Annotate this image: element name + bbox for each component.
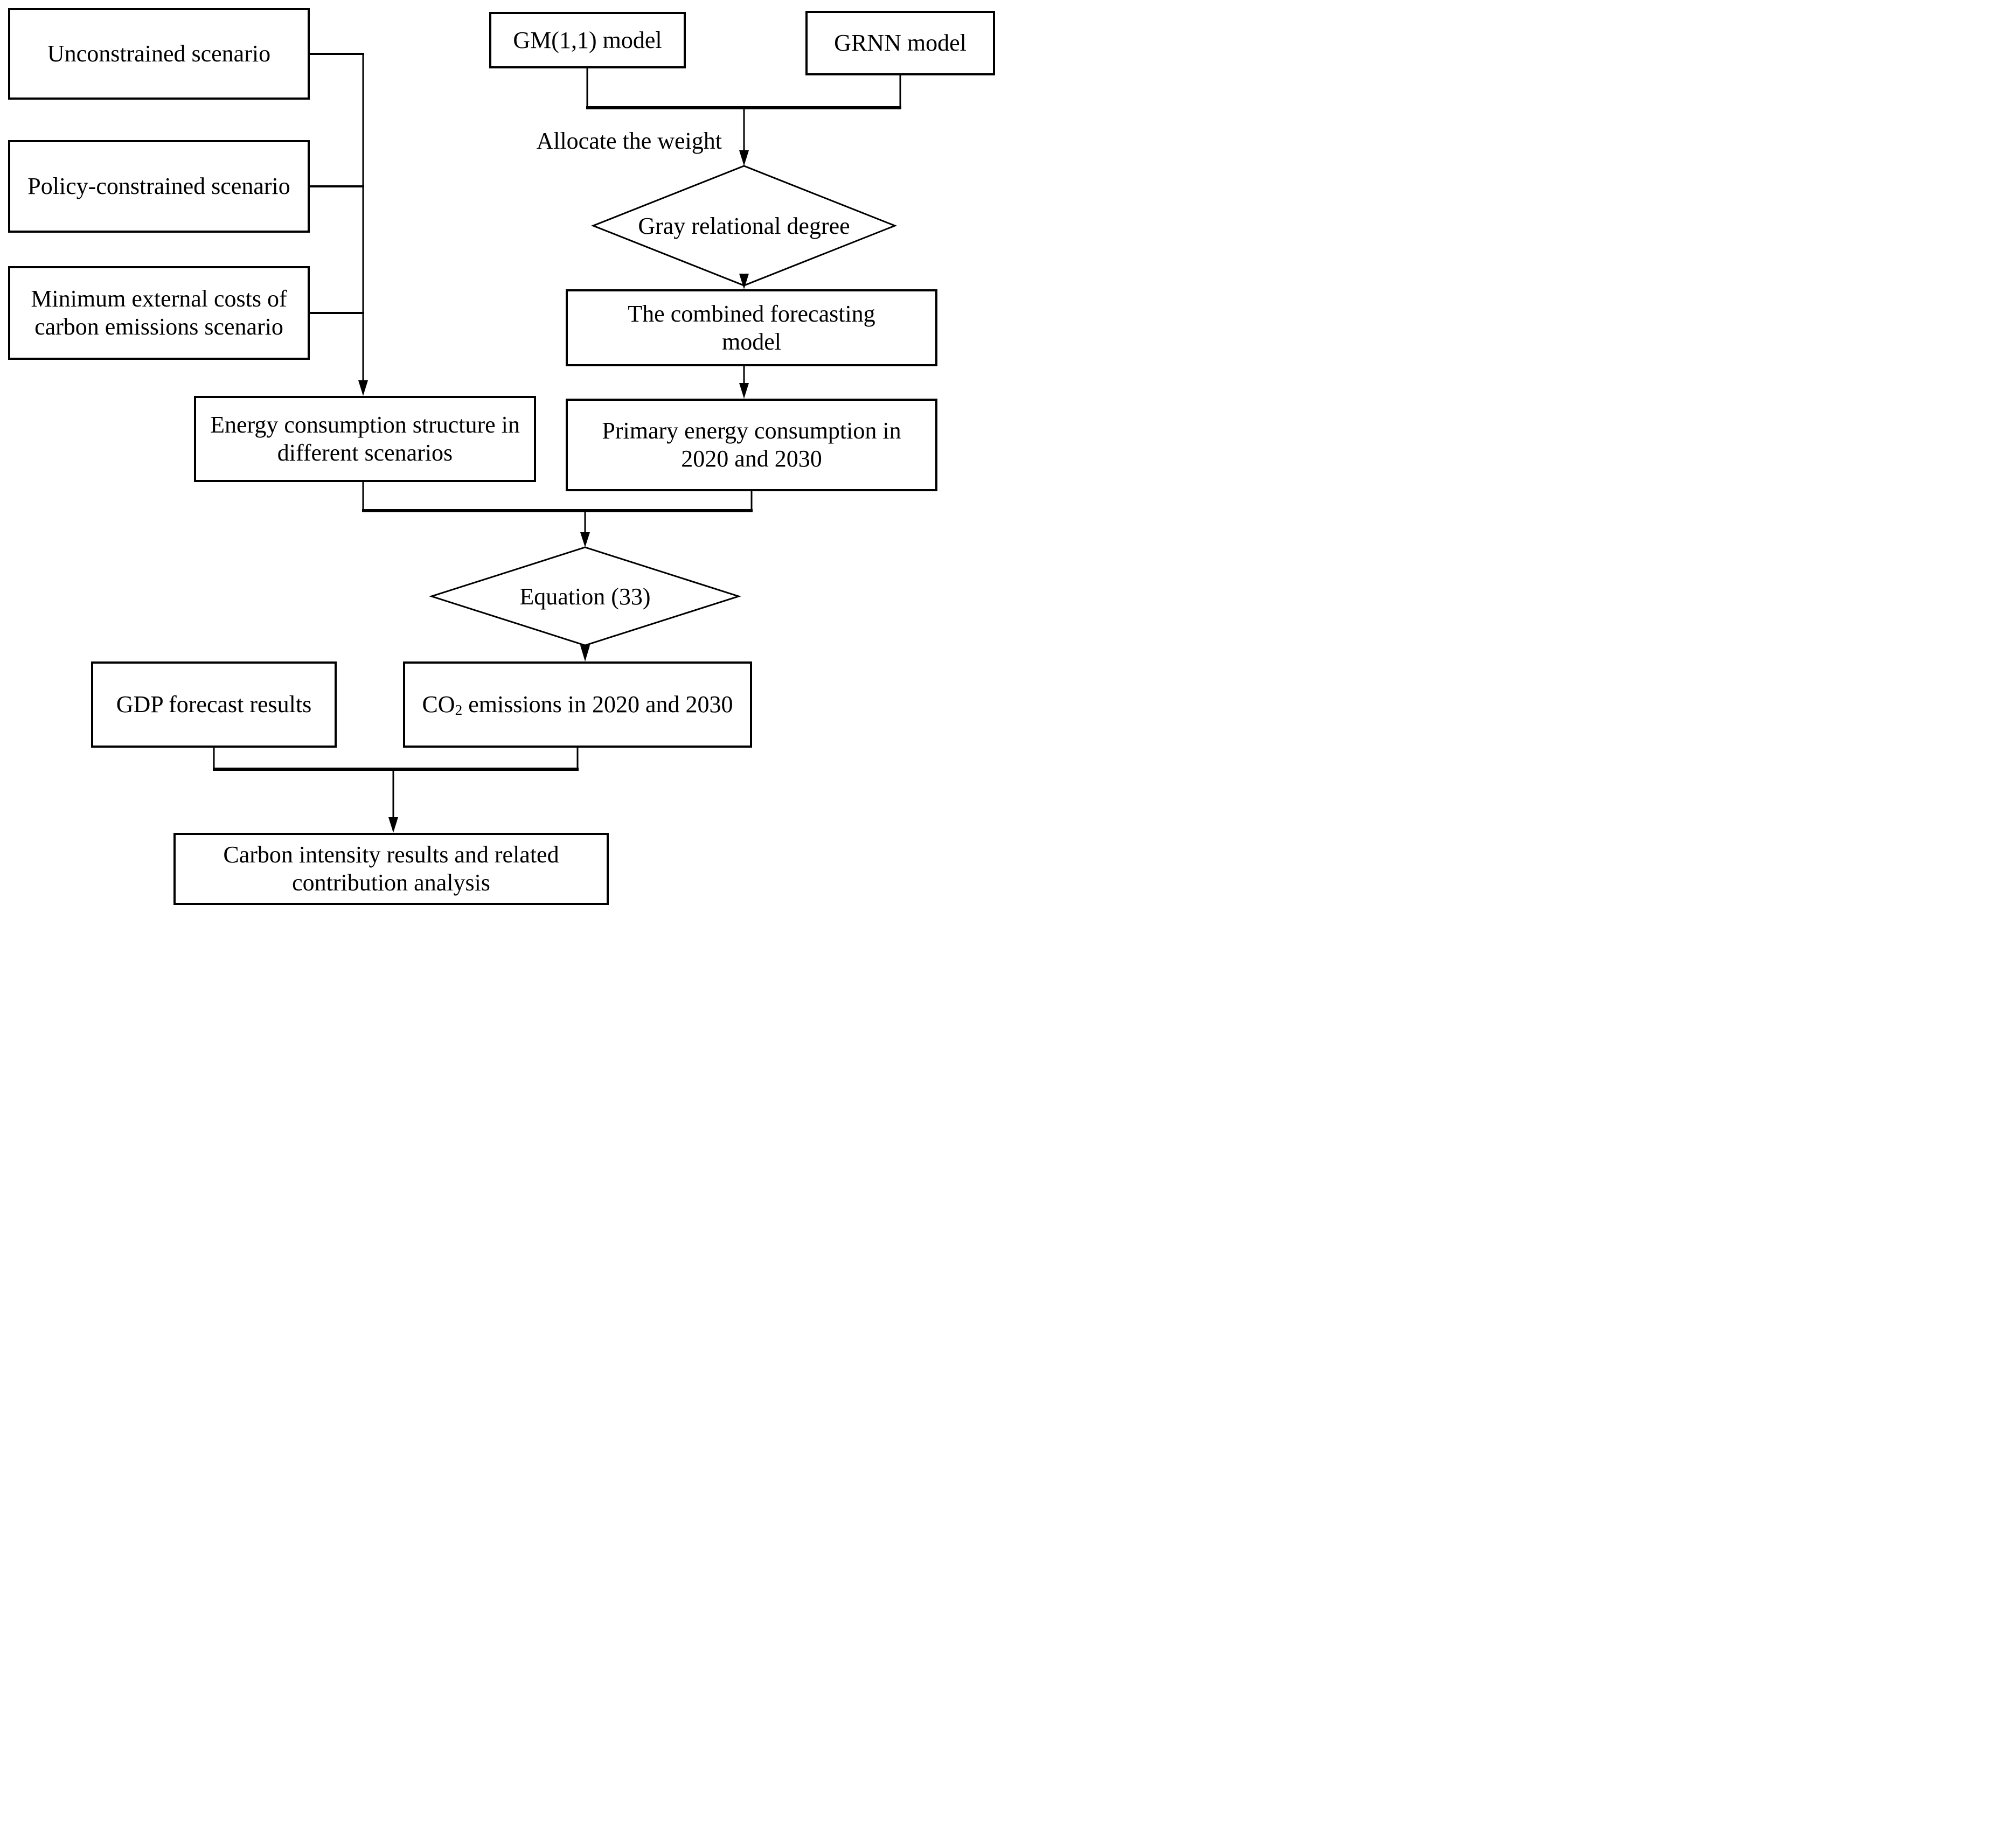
- diamond-gray-relational-degree-label: Gray relational degree: [638, 212, 850, 239]
- box-minimum-external-costs-scenario: Minimum external costs of carbon emissio…: [8, 266, 310, 360]
- model-merge-connectors: [586, 68, 901, 166]
- box-unconstrained-scenario: Unconstrained scenario: [8, 8, 310, 100]
- box-combined-forecasting-line2: model: [722, 328, 781, 355]
- arrowhead-into-co2-box: [580, 645, 590, 661]
- box-policy-constrained-scenario-label: Policy-constrained scenario: [27, 173, 290, 200]
- box-carbon-intensity-results: Carbon intensity results and related con…: [173, 833, 609, 905]
- arrowhead-into-carbon-box: [388, 817, 398, 833]
- box-gdp-forecast-results: GDP forecast results: [91, 661, 337, 748]
- scenario-spine-connectors: [310, 53, 368, 396]
- box-energy-consumption-line2: different scenarios: [277, 440, 453, 466]
- box-primary-energy-consumption: Primary energy consumption in 2020 and 2…: [566, 399, 937, 491]
- energy-primary-merge-connectors: [362, 482, 753, 547]
- box-minimum-external-costs-line1: Minimum external costs of: [31, 285, 287, 312]
- box-grnn-model: GRNN model: [805, 11, 995, 75]
- box-gm-model: GM(1,1) model: [489, 12, 686, 68]
- box-policy-constrained-scenario: Policy-constrained scenario: [8, 140, 310, 233]
- box-carbon-intensity-line1: Carbon intensity results and related: [223, 841, 559, 868]
- box-grnn-model-label: GRNN model: [834, 30, 967, 57]
- box-co2-emissions-label: CO2 emissions in 2020 and 2030: [422, 691, 733, 719]
- box-minimum-external-costs-line2: carbon emissions scenario: [34, 314, 283, 340]
- label-allocate-the-weight: Allocate the weight: [485, 127, 722, 155]
- arrowhead-into-primary-box: [739, 383, 749, 399]
- box-combined-forecasting-line1: The combined forecasting: [628, 300, 875, 327]
- flowchart-canvas: Unconstrained scenario Policy-constraine…: [0, 0, 1008, 912]
- combined-to-primary-connector: [739, 366, 749, 399]
- connector-lines: [213, 53, 901, 833]
- diamond-gray-relational-degree: Gray relational degree: [593, 199, 895, 253]
- co2-prefix: CO: [422, 691, 455, 718]
- box-energy-consumption-line1: Energy consumption structure in: [210, 412, 520, 438]
- box-primary-energy-line2: 2020 and 2030: [681, 445, 822, 472]
- arrowhead-into-energy-box: [358, 380, 368, 396]
- label-allocate-the-weight-text: Allocate the weight: [536, 128, 722, 154]
- gdp-co2-merge-connectors: [213, 748, 579, 833]
- box-primary-energy-line1: Primary energy consumption in: [602, 417, 901, 444]
- box-unconstrained-scenario-label: Unconstrained scenario: [47, 40, 271, 67]
- box-combined-forecasting-model: The combined forecasting model: [566, 289, 937, 366]
- co2-subscript: 2: [455, 701, 463, 718]
- box-carbon-intensity-line2: contribution analysis: [292, 869, 490, 896]
- box-energy-consumption-structure: Energy consumption structure in differen…: [194, 396, 536, 482]
- arrowhead-into-equation-diamond: [580, 532, 590, 547]
- arrowhead-into-combined-box: [739, 274, 749, 289]
- arrowhead-into-gray-diamond: [739, 150, 749, 166]
- diamond-equation-33-label: Equation (33): [519, 583, 651, 610]
- diamond-equation-33: Equation (33): [432, 572, 739, 621]
- box-gdp-forecast-results-label: GDP forecast results: [116, 691, 312, 718]
- co2-suffix: emissions in 2020 and 2030: [462, 691, 733, 718]
- box-co2-emissions: CO2 emissions in 2020 and 2030: [403, 661, 752, 748]
- box-gm-model-label: GM(1,1) model: [513, 26, 662, 53]
